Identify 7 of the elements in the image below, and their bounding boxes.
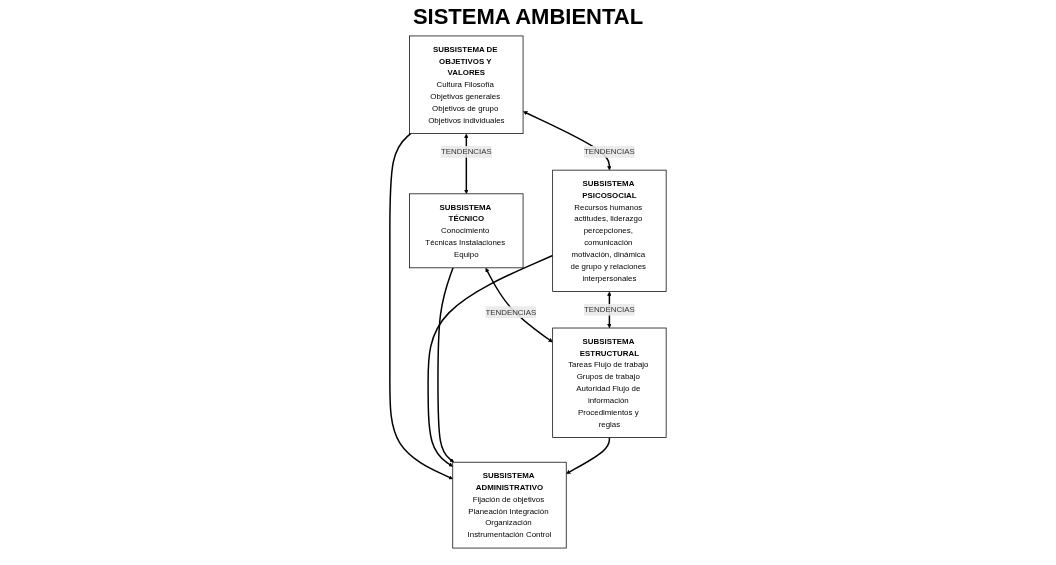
arrow <box>464 133 469 194</box>
arrow <box>485 267 553 343</box>
arrow <box>566 436 611 474</box>
arrow <box>437 267 455 463</box>
arrow <box>427 254 554 467</box>
diagram-title: SISTEMA AMBIENTAL <box>411 4 645 30</box>
arrow <box>389 132 453 480</box>
